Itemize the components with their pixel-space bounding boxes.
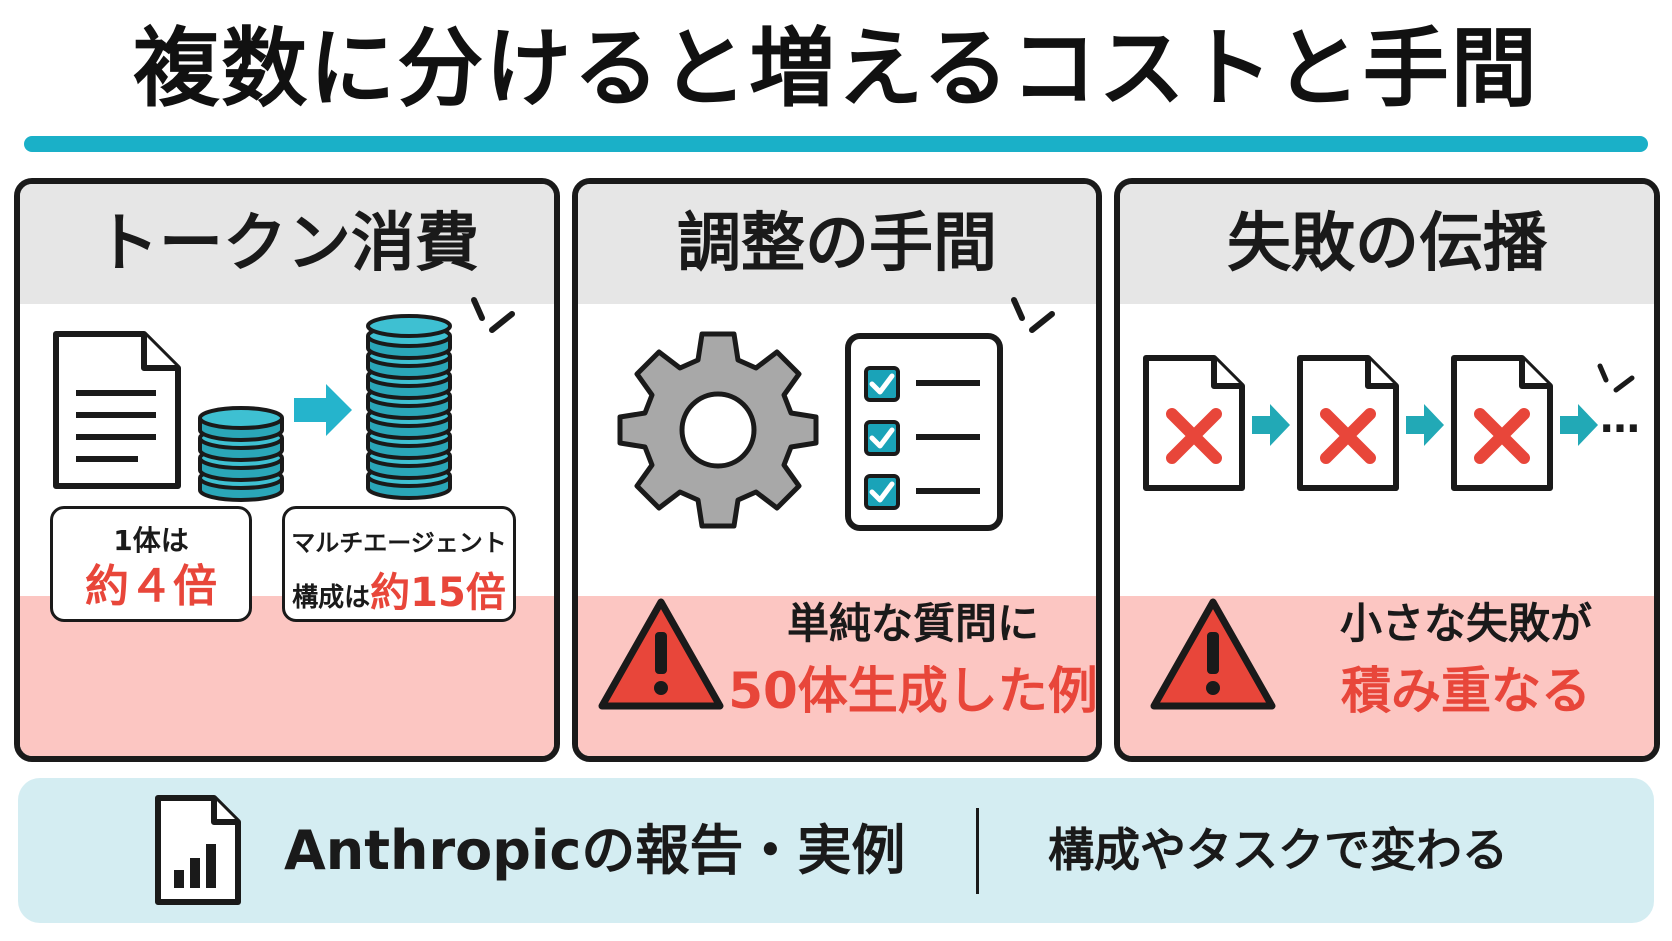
small-coin-stack-icon xyxy=(198,406,284,502)
failed-document-icon xyxy=(1297,355,1399,491)
panel-heading: 調整の手間 xyxy=(578,184,1096,304)
arrow-right-icon xyxy=(1406,404,1444,446)
page-title: 複数に分けると増えるコストと手間 xyxy=(133,19,1539,119)
label-multi-agent: マルチエージェント 構成は約15倍 xyxy=(282,506,516,622)
checklist-icon xyxy=(845,333,1003,531)
gear-icon xyxy=(617,331,819,529)
warning-text: 単純な質問に 50体生成した例 xyxy=(728,590,1098,723)
arrow-right-icon xyxy=(1252,404,1290,446)
footer-source: Anthropicの報告・実例 xyxy=(284,819,906,882)
label-multi-agent-line1: マルチエージェント xyxy=(291,529,507,557)
warning-line2: 50体生成した例 xyxy=(728,662,1098,720)
footer-divider xyxy=(976,808,979,894)
failed-document-icon xyxy=(1143,355,1245,491)
warning-line2: 積み重なる xyxy=(1341,662,1591,720)
footer-note: 構成やタスクで変わる xyxy=(1048,823,1508,877)
label-multi-agent-value: 約15倍 xyxy=(370,570,506,616)
warning-icon xyxy=(1150,598,1276,710)
warning-text: 小さな失敗が 積み重なる xyxy=(1286,590,1646,723)
label-multi-agent-prefix: 構成は xyxy=(292,583,371,613)
panel-heading: 失敗の伝播 xyxy=(1120,184,1654,304)
emphasis-lines-icon xyxy=(471,297,515,333)
panel-token-consumption: トークン消費 xyxy=(14,178,560,762)
warning-line1: 単純な質問に xyxy=(786,599,1039,648)
tall-coin-stack-icon xyxy=(366,314,452,500)
failed-document-icon xyxy=(1451,355,1553,491)
panel-heading: トークン消費 xyxy=(20,184,554,304)
ellipsis-icon: … xyxy=(1600,396,1640,442)
report-chart-icon xyxy=(155,795,241,905)
panel-pink-band xyxy=(20,596,554,756)
arrow-right-icon xyxy=(1560,404,1598,446)
title-underline xyxy=(24,136,1648,152)
emphasis-lines-icon xyxy=(1597,363,1635,393)
warning-icon xyxy=(598,598,724,710)
label-single-agent-value: 約４倍 xyxy=(85,561,217,612)
label-single-agent-line1: 1体は xyxy=(113,524,189,557)
warning-line1: 小さな失敗が xyxy=(1339,599,1592,648)
label-single-agent: 1体は 約４倍 xyxy=(50,506,252,622)
footer-banner: Anthropicの報告・実例 構成やタスクで変わる xyxy=(18,778,1654,923)
panel-failure-propagation: 失敗の伝播 … 小さな失敗が 積み重なる xyxy=(1114,178,1660,762)
label-multi-agent-line2: 構成は約15倍 xyxy=(285,560,513,618)
panel-coordination-effort: 調整の手間 単純な質問に 5 xyxy=(572,178,1102,762)
document-icon xyxy=(53,331,181,489)
arrow-right-icon xyxy=(294,384,352,436)
emphasis-lines-icon xyxy=(1011,297,1055,333)
